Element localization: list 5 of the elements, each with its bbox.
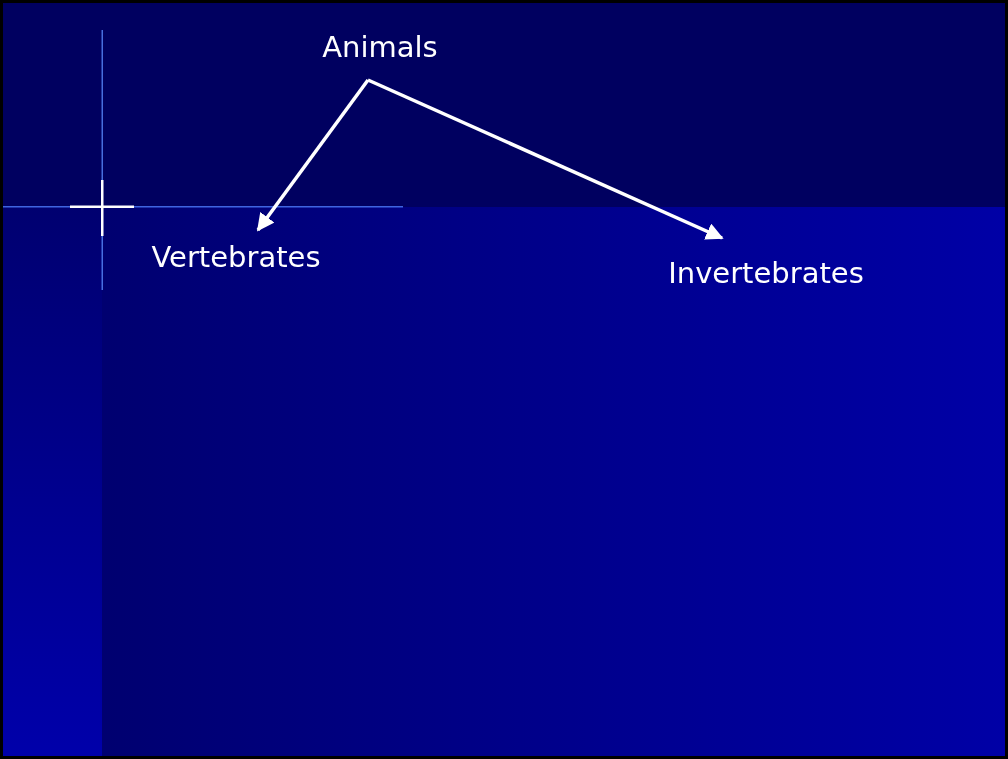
arrow <box>367 78 724 240</box>
node-label: Invertebrates <box>668 256 864 290</box>
arrow <box>256 78 370 232</box>
node-label: Animals <box>322 30 438 64</box>
node-label: Vertebrates <box>151 240 321 274</box>
